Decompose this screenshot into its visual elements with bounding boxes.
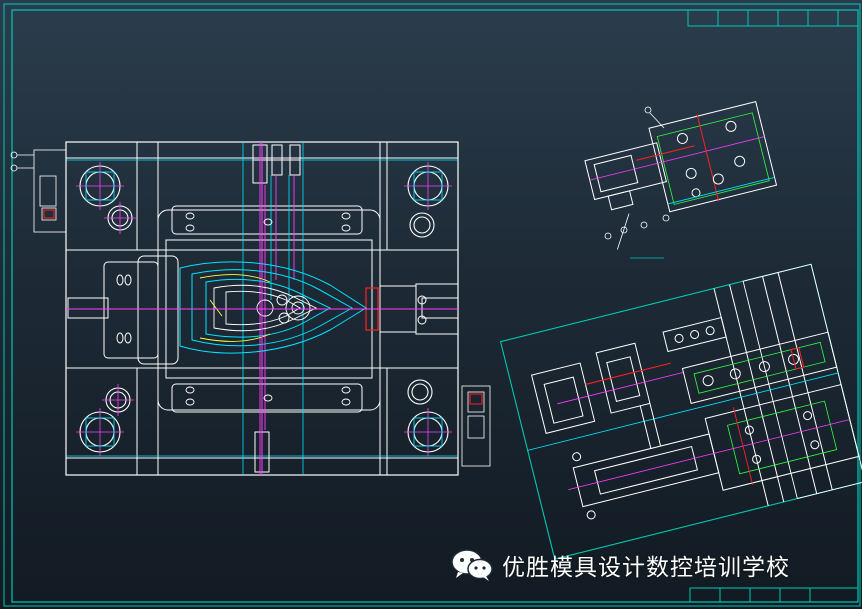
section-view-rotated — [499, 263, 862, 560]
sheet-border — [3, 3, 861, 607]
mold-plan-view — [10, 141, 491, 476]
watermark: 优胜模具设计数控培训学校 — [450, 548, 790, 582]
wechat-icon — [450, 548, 494, 582]
detail-view-top — [584, 101, 778, 250]
watermark-text: 优胜模具设计数控培训学校 — [502, 555, 790, 581]
